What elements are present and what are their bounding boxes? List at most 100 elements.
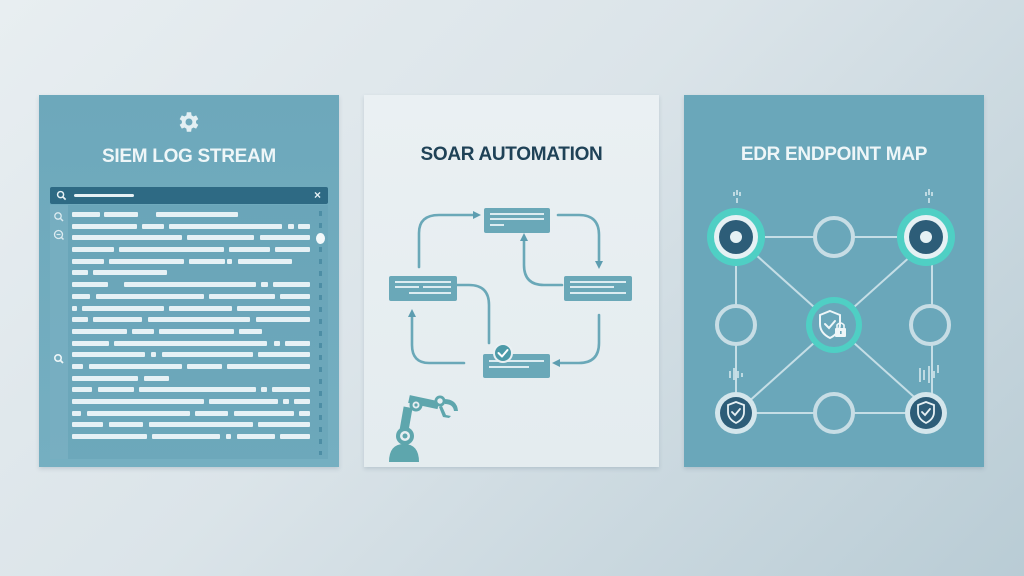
playbook-node-top[interactable] [484,208,550,233]
shield-check-icon [727,401,745,425]
log-row[interactable] [72,235,312,247]
log-entry-segment [72,422,103,428]
log-entry-segment [149,422,253,428]
log-entry-segment [275,247,310,253]
playbook-node-right[interactable] [564,276,632,301]
endpoint-middle-right[interactable] [909,304,951,346]
log-entry-segment [189,258,225,264]
zoom-in-icon[interactable] [53,211,65,223]
endpoint-bottom-middle[interactable] [813,392,855,434]
log-row[interactable] [72,282,312,294]
playbook-node-bottom[interactable] [483,354,550,378]
log-entry-segment [156,212,238,217]
log-entry-segment [72,328,127,334]
log-entry-segment [98,387,134,393]
edr-endpoint-map-panel: EDR ENDPOINT MAP [684,95,984,467]
log-entry-segment [162,352,253,358]
log-row[interactable] [72,247,312,259]
log-entry-segment [124,282,256,288]
log-row[interactable] [72,258,312,271]
log-entry-segment [82,305,164,311]
log-row[interactable] [72,434,312,446]
search-icon[interactable] [53,353,65,365]
log-entry-segment [239,328,262,334]
endpoint-center[interactable] [806,297,862,353]
scrollbar-track[interactable] [319,211,322,455]
log-entry-segment [72,375,138,381]
zoom-out-icon[interactable] [53,229,65,241]
log-entry-segment [72,399,204,404]
log-entry-segment [280,434,310,440]
log-entry-segment [288,223,294,229]
log-entry-segment [72,387,92,393]
log-entry-segment [294,399,310,404]
log-entry-segment [226,434,231,440]
endpoint-top-middle[interactable] [813,216,855,258]
log-row[interactable] [72,270,312,282]
gear-icon[interactable] [175,109,201,135]
log-row[interactable] [72,293,312,306]
log-entry-segment [144,375,169,381]
log-entry-segment [169,305,232,311]
log-row[interactable] [72,212,312,224]
log-entry-segment [93,317,142,323]
log-row[interactable] [72,363,312,376]
log-row[interactable] [72,422,312,434]
search-input[interactable] [74,194,134,197]
panel-title: SIEM LOG STREAM [102,146,276,167]
log-row[interactable] [72,340,312,353]
log-entry-segment [261,282,268,288]
shield-lock-icon [819,309,846,340]
log-entry-segment [72,258,104,264]
log-entry-segment [139,387,256,393]
scrollbar-thumb[interactable] [316,233,325,244]
log-entry-segment [258,422,310,428]
log-list[interactable] [50,205,328,459]
log-entry-segment [72,293,90,299]
log-entry-segment [109,258,184,264]
log-entry-segment [273,282,310,288]
log-entry-segment [227,363,310,369]
log-row[interactable] [72,328,312,341]
log-entry-segment [72,270,88,276]
log-row[interactable] [72,375,312,388]
shield-check-icon [917,401,935,425]
log-row[interactable] [72,317,312,329]
log-entry-segment [96,293,204,299]
log-entry-segment [109,422,143,428]
log-row[interactable] [72,410,312,423]
endpoint-top-right[interactable] [897,208,955,266]
soar-automation-panel: SOAR AUTOMATION [364,95,659,467]
endpoint-top-left[interactable] [707,208,765,266]
log-row[interactable] [72,223,312,236]
log-entry-segment [187,363,222,369]
log-row[interactable] [72,387,312,399]
log-entry-segment [237,305,310,311]
log-entry-segment [72,305,77,311]
log-entry-segment [104,212,138,217]
endpoint-bottom-left[interactable] [715,392,757,434]
log-row[interactable] [72,305,312,318]
panel-title: EDR ENDPOINT MAP [740,144,928,165]
log-entry-segment [209,399,278,404]
clear-search-button[interactable]: × [313,188,321,202]
log-entry-segment [209,293,275,299]
log-entry-segment [187,235,254,241]
log-entry-segment [72,352,145,358]
search-icon [56,190,67,201]
log-row[interactable] [72,399,312,411]
log-entry-segment [72,212,100,217]
check-circle-icon [493,343,513,363]
log-search-bar[interactable]: × [50,187,328,204]
log-entry-segment [238,258,292,264]
endpoint-bottom-right[interactable] [905,392,947,434]
playbook-node-left[interactable] [389,276,457,301]
endpoint-middle-left[interactable] [715,304,757,346]
log-entry-segment [195,410,228,416]
log-entry-segment [229,247,270,253]
log-entry-segment [237,434,275,440]
log-entry-segment [114,340,267,346]
log-entry-segment [87,410,190,416]
log-entry-segment [72,235,182,241]
log-row[interactable] [72,352,312,364]
